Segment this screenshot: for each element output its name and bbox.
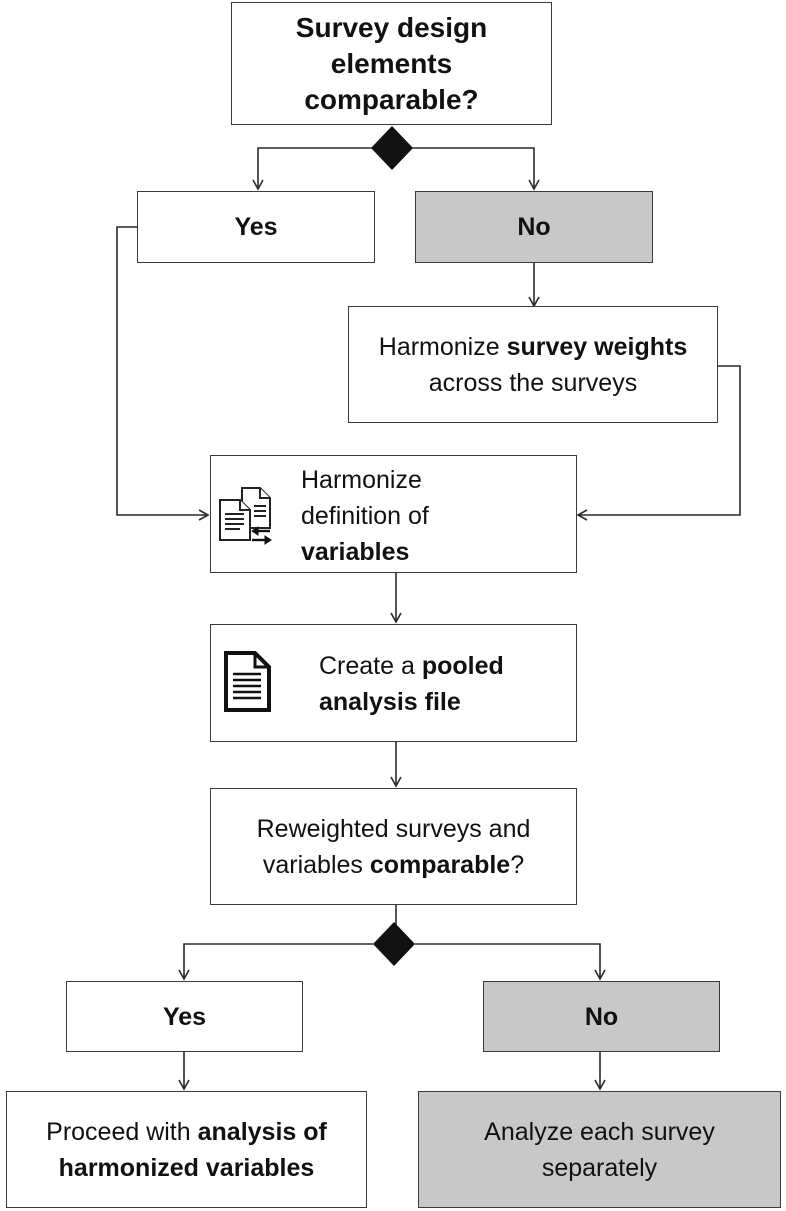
proceed-text-before: Proceed with (46, 1117, 198, 1146)
connector-start-to-no (412, 147, 540, 191)
reweighted-text-before: variables (262, 850, 370, 879)
variables-bold: variables (301, 538, 410, 566)
decision2-yes-box: Yes (66, 981, 303, 1052)
harmonize-variables-box: Harmonize definition of variables (210, 455, 577, 573)
decision-diamond-2 (373, 922, 415, 966)
weights-text-after: across the surveys (428, 368, 638, 397)
connector-yes-to-variables (116, 226, 210, 521)
pooled-text-before: Create a (319, 652, 422, 680)
harmonize-weights-box: Harmonize survey weights across the surv… (348, 306, 718, 423)
reweighted-text-after: ? (510, 850, 525, 879)
weights-text-bold: survey weights (506, 332, 688, 361)
proceed-text-bold1: analysis of (197, 1117, 327, 1146)
weights-text-before: Harmonize (378, 332, 507, 361)
reweighted-text-bold: comparable (369, 850, 511, 879)
decision2-no-label: No (584, 1002, 619, 1031)
separate-line1: Analyze each survey (484, 1117, 715, 1146)
separate-line2: separately (541, 1153, 658, 1182)
decision1-yes-box: Yes (137, 191, 375, 263)
variables-line2: definition of (301, 502, 429, 530)
decision1-yes-label: Yes (234, 213, 278, 241)
document-icon (224, 651, 271, 712)
analyze-separately-box: Analyze each survey separately (418, 1091, 781, 1208)
connector-weights-to-variables (576, 365, 741, 521)
pooled-analysis-box: Create a pooled analysis file (210, 624, 577, 742)
proceed-analysis-box: Proceed with analysis of harmonized vari… (6, 1091, 367, 1208)
connector-decision2-to-yes (178, 943, 373, 981)
pooled-text-bold1: pooled (421, 652, 504, 680)
decision2-no-box: No (483, 981, 720, 1052)
decision1-no-box: No (415, 191, 653, 263)
start-question-box: Survey design elements comparable? (231, 2, 552, 125)
connector-decision2-to-no (415, 943, 606, 981)
pooled-text-bold2: analysis file (319, 688, 461, 716)
reweighted-question-box: Reweighted surveys and variables compara… (210, 788, 577, 905)
start-question-text: Survey design elements comparable? (295, 11, 488, 115)
variables-line1: Harmonize (301, 466, 422, 494)
decision1-no-label: No (517, 213, 551, 241)
decision2-yes-label: Yes (162, 1002, 207, 1031)
decision-diamond-1 (371, 126, 413, 170)
proceed-text-bold2: harmonized variables (58, 1153, 315, 1182)
documents-exchange-icon (219, 487, 272, 545)
reweighted-line1: Reweighted surveys and (256, 814, 531, 843)
connector-start-to-yes (252, 147, 380, 191)
